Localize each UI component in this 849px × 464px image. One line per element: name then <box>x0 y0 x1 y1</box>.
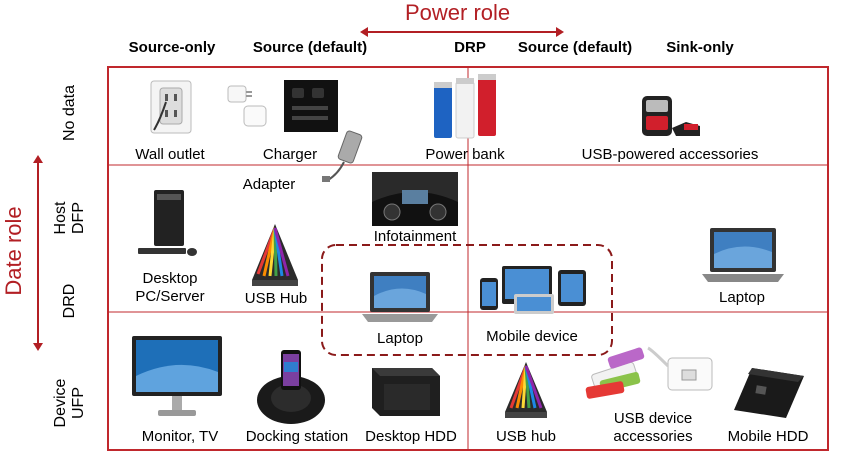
monitor-icon <box>132 336 222 416</box>
usb-hub-device-label: USB hub <box>495 428 557 445</box>
charger-label: Charger <box>262 146 318 163</box>
docking-station-label: Docking station <box>245 428 349 445</box>
power-bank-label: Power bank <box>425 146 505 163</box>
column-header-source-only: Source-only <box>128 39 216 56</box>
mobile-device-icon <box>480 266 586 314</box>
wall-outlet-label: Wall outlet <box>135 146 205 163</box>
usb-accessories-label: USB-powered accessories <box>581 146 759 163</box>
power-role-label: Power role <box>405 0 511 25</box>
usb-device-accessories-label: USB device accessories <box>613 410 693 445</box>
mobile-device-label: Mobile device <box>486 328 578 345</box>
laptop-sink-icon <box>702 228 784 282</box>
column-header-source-default-left: Source (default) <box>252 39 368 56</box>
desktop-hdd-icon <box>372 368 440 416</box>
usb-hub-device-icon <box>505 362 547 418</box>
column-header-sink-only: Sink-only <box>666 39 734 56</box>
wall-outlet-icon <box>150 80 192 134</box>
desktop-pc-icon <box>138 190 197 256</box>
column-header-source-default-right: Source (default) <box>517 39 633 56</box>
usb-hub-label: USB Hub <box>244 290 308 307</box>
power-role-arrow <box>360 27 564 37</box>
laptop-sink-label: Laptop <box>719 289 765 306</box>
infotainment-icon <box>372 172 458 226</box>
usb-device-accessories-icon <box>585 346 713 399</box>
desktop-hdd-label: Desktop HDD <box>365 428 457 445</box>
adapter-icon <box>322 130 363 182</box>
adapter-label: Adapter <box>242 176 296 193</box>
infotainment-label: Infotainment <box>373 228 457 245</box>
laptop-drp-label: Laptop <box>377 330 423 347</box>
desktop-pc-label: Desktop PC/Server <box>135 270 205 305</box>
laptop-drp-icon <box>362 272 438 322</box>
column-header-drp: DRP <box>454 39 486 56</box>
data-role-arrow <box>33 155 43 351</box>
mobile-hdd-label: Mobile HDD <box>727 428 809 445</box>
power-bank-icon <box>434 74 496 139</box>
docking-station-icon <box>257 350 325 424</box>
usb-accessories-icon <box>642 96 700 136</box>
mobile-hdd-icon <box>734 368 804 418</box>
charger-icon <box>227 80 338 132</box>
usb-hub-icon <box>252 224 298 286</box>
monitor-label: Monitor, TV <box>141 428 219 445</box>
